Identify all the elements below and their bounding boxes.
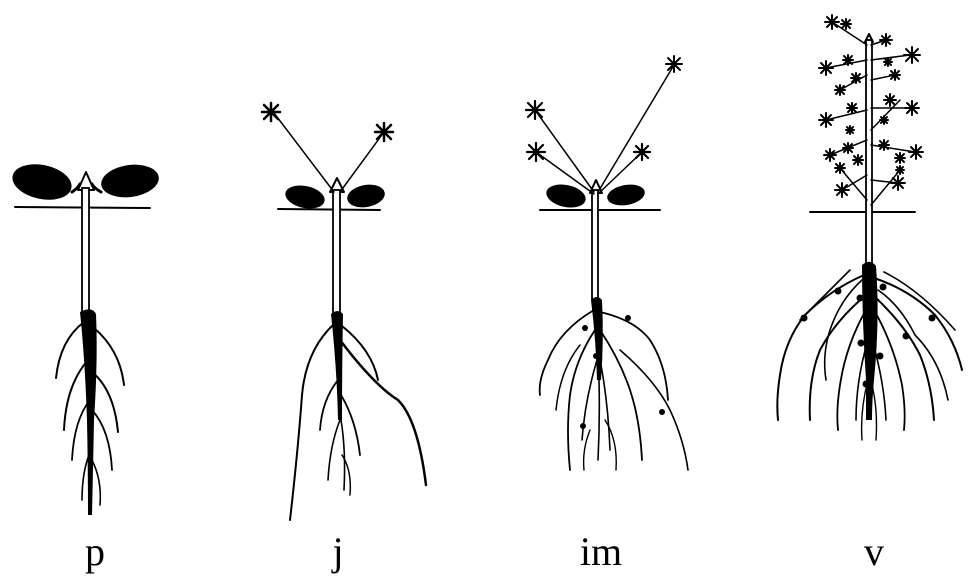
cotyledon-left-j [283,182,327,212]
plant-stage-v [777,15,962,440]
stage-label-j: j [298,525,378,579]
stem-p [82,188,89,312]
cotyledon-right-im [606,182,647,208]
branch-right-j [340,132,384,192]
plant-stage-im [526,56,688,470]
taproot-j [331,311,343,420]
lateral-roots-j [290,324,426,520]
cotyledon-right-p [99,161,161,201]
flower-star-im-4 [634,144,650,160]
stem-v [866,40,872,265]
plant-stage-j [262,103,426,520]
lateral-roots-im [540,310,688,470]
stage-label-p: p [55,525,135,579]
soil-line-j [278,209,380,210]
cotyledon-right-j [345,182,386,210]
flower-star-im-3 [666,56,682,72]
flower-star-im-1 [526,101,544,119]
flower-star-im-2 [527,143,545,161]
stem-j [333,190,340,314]
stage-label-v: v [834,525,914,579]
stem-im [592,190,598,300]
flower-star-j-1 [262,103,280,121]
plant-stage-p [9,159,161,515]
flower-star-j-2 [375,123,393,141]
cotyledon-left-p [9,159,75,205]
branch-left-j [274,113,334,192]
branches-im [535,65,674,194]
stage-label-im: im [561,525,641,579]
